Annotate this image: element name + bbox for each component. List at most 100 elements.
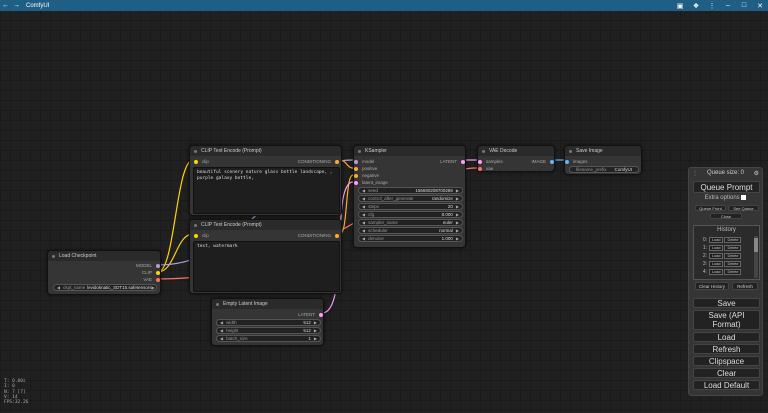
minimize-icon[interactable]: – — [726, 1, 730, 9]
arrow-right-icon[interactable]: ▶ — [455, 212, 459, 217]
slot-dot-icon[interactable] — [156, 271, 160, 275]
slot-dot-icon[interactable] — [565, 160, 569, 164]
arrow-right-icon[interactable]: ▶ — [455, 188, 459, 193]
history-delete-button[interactable]: Delete — [724, 237, 742, 243]
arrow-right-icon[interactable]: ▶ — [455, 236, 459, 241]
input-model[interactable]: model — [354, 158, 374, 165]
arrow-right-icon[interactable]: ▶ — [151, 285, 155, 290]
arrow-right-icon[interactable]: ▶ — [313, 320, 317, 325]
arrow-left-icon[interactable]: ◀ — [362, 220, 366, 225]
history-scrollbar[interactable] — [754, 236, 758, 278]
output-conditioning[interactable]: CONDITIONING — [269, 232, 339, 239]
clipspace-button[interactable]: Clipspace — [693, 356, 760, 366]
queue-prompt-button[interactable]: Queue Prompt — [693, 181, 760, 193]
input-images[interactable]: images — [565, 158, 588, 165]
node-load-checkpoint[interactable]: Load Checkpoint MODEL CLIP VAE ◀ ckpt_na… — [47, 250, 161, 295]
slot-dot-icon[interactable] — [156, 264, 160, 268]
node-ksampler[interactable]: KSampler model positive negative latent_… — [353, 145, 466, 248]
slot-dot-icon[interactable] — [194, 234, 198, 238]
close-icon[interactable]: ✕ — [757, 2, 763, 10]
collapse-dot-icon[interactable] — [482, 149, 485, 153]
input-vae[interactable]: vae — [478, 165, 493, 172]
prompt-textarea[interactable]: text, watermark — [193, 241, 340, 292]
slot-dot-icon[interactable] — [335, 234, 339, 238]
slot-dot-icon[interactable] — [461, 160, 465, 164]
output-conditioning[interactable]: CONDITIONING — [269, 158, 339, 165]
load-button[interactable]: Load — [693, 332, 760, 342]
save-button[interactable]: Save — [693, 298, 760, 308]
arrow-right-icon[interactable]: ▶ — [455, 228, 459, 233]
clear-button[interactable]: Clear — [693, 368, 760, 378]
slot-dot-icon[interactable] — [354, 167, 358, 171]
arrow-left-icon[interactable]: ◀ — [362, 204, 366, 209]
slot-dot-icon[interactable] — [478, 167, 482, 171]
history-load-button[interactable]: Load — [709, 253, 724, 259]
arrow-left-icon[interactable]: ◀ — [362, 196, 366, 201]
history-load-button[interactable]: Load — [709, 261, 724, 267]
output-latent[interactable]: LATENT — [273, 311, 323, 318]
history-load-button[interactable]: Load — [709, 269, 724, 275]
save-api-format-button[interactable]: Save (API Format) — [693, 310, 760, 330]
slot-dot-icon[interactable] — [156, 278, 160, 282]
extra-options-checkbox[interactable] — [741, 195, 747, 200]
arrow-right-icon[interactable]: ▶ — [455, 204, 459, 209]
input-negative[interactable]: negative — [354, 172, 379, 179]
history-delete-button[interactable]: Delete — [724, 253, 742, 259]
node-clip-text-encode-positive[interactable]: CLIP Text Encode (Prompt) clip CONDITION… — [189, 145, 342, 216]
node-clip-text-encode-negative[interactable]: CLIP Text Encode (Prompt) clip CONDITION… — [189, 219, 342, 294]
forward-icon[interactable]: → — [13, 2, 20, 9]
history-load-button[interactable]: Load — [709, 245, 724, 251]
arrow-right-icon[interactable]: ▶ — [313, 328, 317, 333]
output-vae[interactable]: VAE — [100, 276, 160, 283]
arrow-right-icon[interactable]: ▶ — [455, 220, 459, 225]
gear-icon[interactable]: ⚙ — [753, 171, 759, 177]
slot-dot-icon[interactable] — [550, 160, 554, 164]
collapse-dot-icon[interactable] — [569, 149, 572, 153]
clear-history-button[interactable]: Clear History — [695, 282, 729, 290]
arrow-left-icon[interactable]: ◀ — [362, 188, 366, 193]
arrow-left-icon[interactable]: ◀ — [362, 236, 366, 241]
arrow-left-icon[interactable]: ◀ — [362, 228, 366, 233]
collapse-dot-icon[interactable] — [358, 149, 361, 153]
slot-dot-icon[interactable] — [335, 160, 339, 164]
collapse-dot-icon[interactable] — [194, 223, 197, 227]
output-model[interactable]: MODEL — [100, 262, 160, 269]
input-clip[interactable]: clip — [194, 232, 209, 239]
collapse-dot-icon[interactable] — [216, 302, 219, 306]
input-clip[interactable]: clip — [194, 158, 209, 165]
refresh-history-button[interactable]: Refresh — [732, 282, 758, 290]
input-positive[interactable]: positive — [354, 165, 377, 172]
collapse-dot-icon[interactable] — [194, 149, 197, 153]
history-delete-button[interactable]: Delete — [724, 269, 742, 275]
ckpt-name-combo[interactable]: ◀ ckpt_name levidoknatic_SDT15.safetenso… — [53, 284, 157, 291]
node-vae-decode[interactable]: VAE Decode samples vae IMAGE — [477, 145, 555, 172]
drag-handle-icon[interactable]: ⋮ — [692, 171, 698, 177]
arrow-left-icon[interactable]: ◀ — [57, 285, 61, 290]
output-clip[interactable]: CLIP — [100, 269, 160, 276]
maximize-icon[interactable]: □ — [741, 1, 747, 9]
load-default-button[interactable]: Load Default — [693, 380, 760, 390]
floppy-icon[interactable]: ▣ — [676, 2, 684, 10]
slot-dot-icon[interactable] — [354, 160, 358, 164]
puzzle-icon[interactable]: ❖ — [692, 2, 700, 10]
arrow-left-icon[interactable]: ◀ — [362, 212, 366, 217]
queue-front-button[interactable]: Queue Front — [695, 205, 726, 211]
slot-dot-icon[interactable] — [319, 313, 323, 317]
refresh-button[interactable]: Refresh — [693, 344, 760, 354]
slot-dot-icon[interactable] — [354, 174, 358, 178]
back-icon[interactable]: ← — [2, 2, 9, 9]
collapse-dot-icon[interactable] — [52, 254, 55, 258]
arrow-left-icon[interactable]: ◀ — [220, 328, 224, 333]
arrow-left-icon[interactable]: ◀ — [220, 336, 224, 341]
history-delete-button[interactable]: Delete — [724, 245, 742, 251]
